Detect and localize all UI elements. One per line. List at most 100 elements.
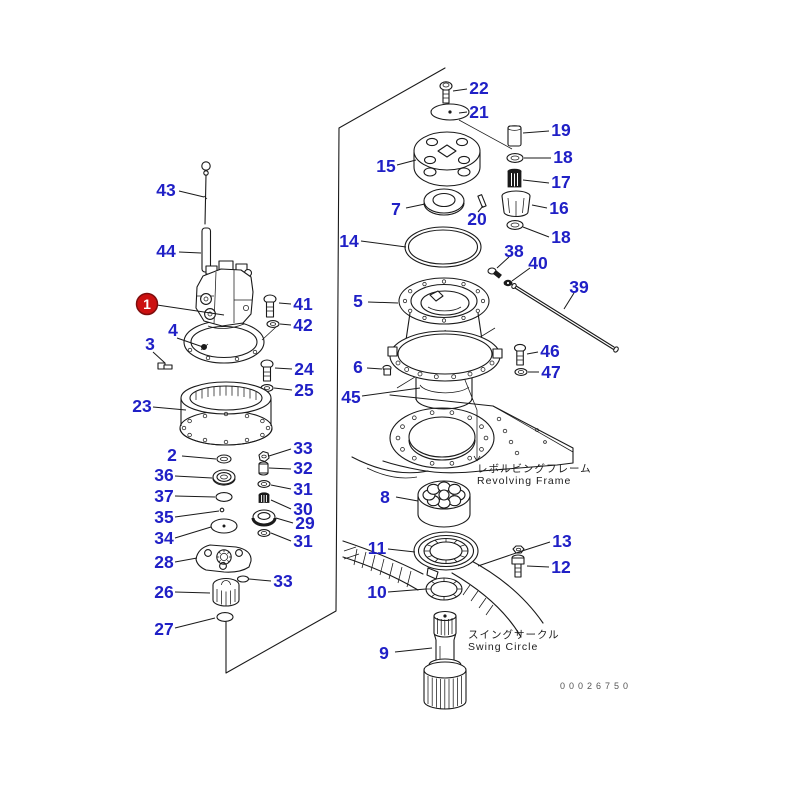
part-number-45[interactable]: 45 xyxy=(341,387,361,407)
part-number-21[interactable]: 21 xyxy=(469,102,489,122)
pin-20 xyxy=(477,194,487,208)
part-number-38[interactable]: 38 xyxy=(504,241,524,261)
leader-line-14 xyxy=(360,240,407,248)
plug-6 xyxy=(382,364,392,376)
part-number-23[interactable]: 23 xyxy=(132,396,152,416)
part-number-25[interactable]: 25 xyxy=(294,380,314,400)
bearing-36 xyxy=(212,469,236,486)
revolving-frame-plate xyxy=(351,394,574,479)
part-number-22[interactable]: 22 xyxy=(469,78,489,98)
part-number-47[interactable]: 47 xyxy=(541,362,560,382)
ring-37 xyxy=(215,492,233,502)
part-number-44[interactable]: 44 xyxy=(156,241,176,261)
output-flange-28 xyxy=(195,544,252,573)
part-number-18[interactable]: 18 xyxy=(553,147,573,167)
part-number-17[interactable]: 17 xyxy=(551,172,570,192)
leader-line-7 xyxy=(405,203,426,209)
leader-line-2 xyxy=(181,455,217,460)
highlight-badge[interactable] xyxy=(135,292,159,316)
part-number-5[interactable]: 5 xyxy=(353,291,363,311)
leader-line-31 xyxy=(270,532,292,542)
part-number-33[interactable]: 33 xyxy=(293,438,313,458)
leader-line-39 xyxy=(563,292,575,310)
part-number-15[interactable]: 15 xyxy=(376,156,396,176)
part-number-8[interactable]: 8 xyxy=(380,487,390,507)
leader-line-23 xyxy=(152,406,187,411)
oring-14 xyxy=(404,226,482,268)
rod-39 xyxy=(511,283,619,353)
part-number-35[interactable]: 35 xyxy=(154,507,174,527)
leader-line-45 xyxy=(361,387,421,397)
leader-line-27 xyxy=(174,617,216,629)
part-number-18[interactable]: 18 xyxy=(551,227,571,247)
assembly-boundary-line xyxy=(225,67,446,674)
leader-line-42 xyxy=(279,323,292,326)
part-number-42[interactable]: 42 xyxy=(293,315,313,335)
part-number-43[interactable]: 43 xyxy=(156,180,176,200)
leader-line-33 xyxy=(248,578,272,582)
part-number-13[interactable]: 13 xyxy=(552,531,572,551)
leader-line-10 xyxy=(387,588,427,593)
coupling-26 xyxy=(212,577,240,607)
pinion-shaft-9 xyxy=(423,610,467,710)
part-number-41[interactable]: 41 xyxy=(293,294,313,314)
part-number-1-badge[interactable]: 1 xyxy=(143,296,151,312)
part-number-20[interactable]: 20 xyxy=(467,209,487,229)
leader-line-30 xyxy=(270,499,292,510)
part-number-27[interactable]: 27 xyxy=(154,619,173,639)
part-number-29[interactable]: 29 xyxy=(295,513,315,533)
small-parts-column xyxy=(251,450,277,537)
part-number-39[interactable]: 39 xyxy=(569,277,589,297)
coupling-15 xyxy=(413,131,481,187)
leader-line-9 xyxy=(394,647,433,653)
part-number-40[interactable]: 40 xyxy=(528,253,548,273)
nut-40 xyxy=(503,279,513,287)
part-number-31[interactable]: 31 xyxy=(293,531,313,551)
disc-21 xyxy=(430,103,470,121)
motor-mount-gasket xyxy=(183,320,265,364)
leader-line-38 xyxy=(496,256,510,269)
leader-line-37 xyxy=(174,495,216,498)
part-number-37[interactable]: 37 xyxy=(154,486,173,506)
part-number-19[interactable]: 19 xyxy=(551,120,571,140)
pin-19 xyxy=(507,125,522,147)
part-number-14[interactable]: 14 xyxy=(339,231,359,251)
nut-16 xyxy=(501,190,531,218)
snap-ring-2 xyxy=(216,454,232,464)
part-number-28[interactable]: 28 xyxy=(154,552,174,572)
part-number-34[interactable]: 34 xyxy=(154,528,174,548)
part-number-2[interactable]: 2 xyxy=(167,445,177,465)
ball-35 xyxy=(219,507,225,513)
part-number-12[interactable]: 12 xyxy=(551,557,571,577)
part-number-4[interactable]: 4 xyxy=(168,320,178,340)
part-number-6[interactable]: 6 xyxy=(353,357,363,377)
part-number-16[interactable]: 16 xyxy=(549,198,569,218)
leader-line-20 xyxy=(477,205,484,213)
washer-47 xyxy=(514,368,528,376)
part-number-36[interactable]: 36 xyxy=(154,465,174,485)
leader-line-33 xyxy=(268,448,292,457)
part-number-10[interactable]: 10 xyxy=(367,582,387,602)
part-number-9[interactable]: 9 xyxy=(379,643,389,663)
part-number-31[interactable]: 31 xyxy=(293,479,313,499)
part-number-7[interactable]: 7 xyxy=(391,199,401,219)
part-number-24[interactable]: 24 xyxy=(294,359,314,379)
mount-bolt-41 xyxy=(263,294,277,318)
leader-line-8 xyxy=(395,496,419,502)
leader-line-3 xyxy=(152,351,166,364)
part-number-46[interactable]: 46 xyxy=(540,341,560,361)
bolt-12 xyxy=(511,554,525,578)
swing-motor-part xyxy=(195,260,254,329)
part-number-26[interactable]: 26 xyxy=(154,582,174,602)
leader-line-21 xyxy=(458,111,468,114)
leader-line-4 xyxy=(176,337,204,348)
leader-line-18 xyxy=(522,226,550,238)
part-number-3[interactable]: 3 xyxy=(145,334,155,354)
bearing-7 xyxy=(423,188,465,216)
part-number-32[interactable]: 32 xyxy=(293,458,313,478)
part-number-33[interactable]: 33 xyxy=(273,571,293,591)
part-number-30[interactable]: 30 xyxy=(293,499,313,519)
part-number-11[interactable]: 11 xyxy=(368,538,387,558)
